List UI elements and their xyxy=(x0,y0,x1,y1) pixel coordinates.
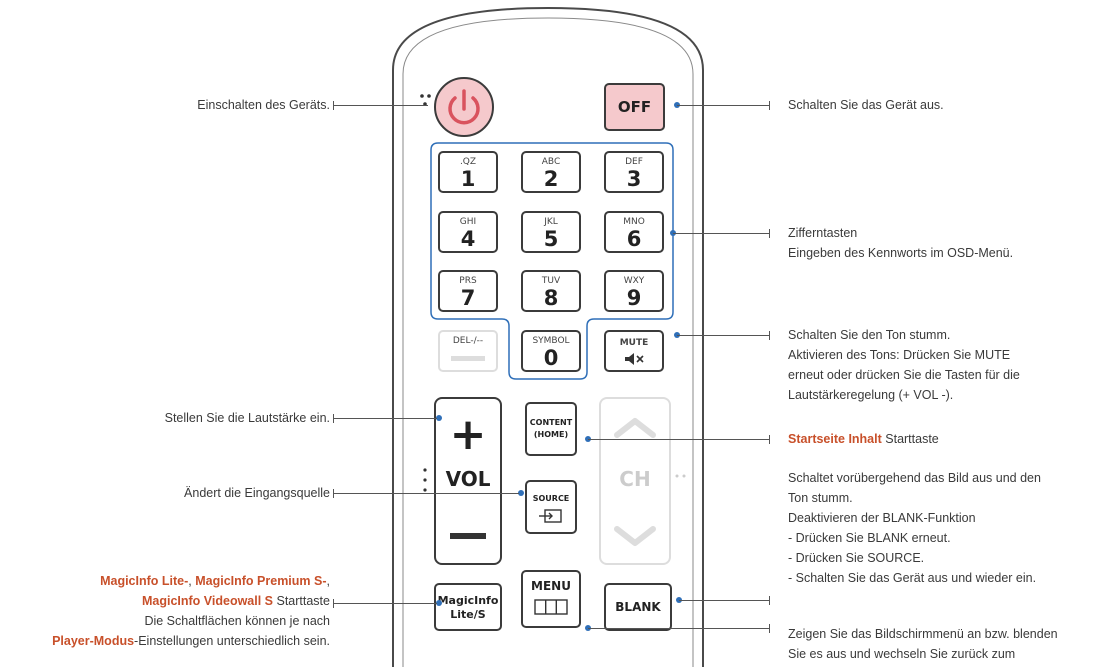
callout-line-menu xyxy=(588,628,770,629)
callout-line-power-on xyxy=(333,105,428,106)
off-label: OFF xyxy=(617,98,652,116)
annotation-source: Ändert die Eingangsquelle xyxy=(184,486,330,500)
symbol-zero-button[interactable]: SYMBOL 0 xyxy=(521,330,581,372)
callout-tick xyxy=(769,624,770,633)
callout-tick xyxy=(333,101,334,110)
annotation-content: Startseite Inhalt Starttaste xyxy=(788,432,939,446)
callout-line-numbers xyxy=(673,233,770,234)
number-key-8[interactable]: TUV 8 xyxy=(521,270,581,312)
annotation-volume: Stellen Sie die Lautstärke ein. xyxy=(164,411,330,425)
callout-line-volume xyxy=(333,418,437,419)
volume-label: VOL xyxy=(445,467,491,491)
annotation-menu: Zeigen Sie das Bildschirmmenü an bzw. bl… xyxy=(788,627,1058,661)
callout-tick xyxy=(769,435,770,444)
mute-button[interactable]: MUTE xyxy=(604,330,664,372)
source-button[interactable]: SOURCE xyxy=(525,480,577,534)
callout-tick xyxy=(333,599,334,608)
callout-line-power-off xyxy=(677,105,770,106)
callout-dot xyxy=(518,490,524,496)
number-key-3[interactable]: DEF 3 xyxy=(604,151,664,193)
number-key-9[interactable]: WXY 9 xyxy=(604,270,664,312)
dash-icon xyxy=(451,356,485,361)
volume-down-icon[interactable] xyxy=(450,533,486,539)
callout-tick xyxy=(769,229,770,238)
del-button[interactable]: DEL-/-- xyxy=(438,330,498,372)
channel-label: CH xyxy=(619,467,651,491)
home-label: (HOME) xyxy=(533,430,569,439)
annotation-magicinfo: MagicInfo Lite-, MagicInfo Premium S-, M… xyxy=(52,574,330,648)
volume-up-icon[interactable]: + xyxy=(449,409,487,460)
menu-label: MENU xyxy=(531,579,571,593)
annotation-blank: Schaltet vorübergehend das Bild aus und … xyxy=(788,471,1041,585)
blank-button[interactable]: BLANK xyxy=(604,583,672,631)
power-icon xyxy=(448,89,480,125)
callout-dot xyxy=(436,600,442,606)
callout-tick xyxy=(769,101,770,110)
number-key-5[interactable]: JKL 5 xyxy=(521,211,581,253)
callout-line-mute xyxy=(677,335,770,336)
input-source-icon xyxy=(539,509,562,523)
magicinfo-sub-label: Lite/S xyxy=(450,608,486,621)
annotation-numbers: Zifferntasten Eingeben des Kennworts im … xyxy=(788,226,1014,260)
channel-rocker[interactable]: CH xyxy=(599,397,671,565)
callout-tick xyxy=(769,596,770,605)
magicinfo-label: MagicInfo xyxy=(437,594,499,607)
callout-line-magicinfo xyxy=(333,603,437,604)
annotation-power-on: Einschalten des Geräts. xyxy=(197,98,330,112)
number-key-2[interactable]: ABC 2 xyxy=(521,151,581,193)
content-home-button[interactable]: CONTENT (HOME) xyxy=(525,402,577,456)
channel-up-icon[interactable] xyxy=(601,413,669,443)
annotation-power-off: Schalten Sie das Gerät aus. xyxy=(788,98,944,112)
callout-tick xyxy=(333,489,334,498)
number-key-1[interactable]: .QZ 1 xyxy=(438,151,498,193)
number-pad-outline xyxy=(430,142,674,380)
number-key-4[interactable]: GHI 4 xyxy=(438,211,498,253)
channel-down-icon[interactable] xyxy=(601,521,669,551)
power-button[interactable] xyxy=(434,77,494,137)
source-label: SOURCE xyxy=(532,494,570,503)
content-label: CONTENT xyxy=(529,418,573,427)
speaker-muted-icon xyxy=(625,353,644,365)
number-key-7[interactable]: PRS 7 xyxy=(438,270,498,312)
number-key-6[interactable]: MNO 6 xyxy=(604,211,664,253)
blank-label: BLANK xyxy=(615,600,661,614)
magicinfo-button[interactable]: MagicInfo Lite/S xyxy=(434,583,502,631)
callout-line-source xyxy=(333,493,519,494)
volume-rocker[interactable]: + VOL xyxy=(434,397,502,565)
menu-grid-icon xyxy=(534,599,568,615)
callout-line-blank xyxy=(679,600,770,601)
callout-line-content xyxy=(588,439,770,440)
menu-button[interactable]: MENU xyxy=(521,570,581,628)
callout-dot xyxy=(436,415,442,421)
callout-tick xyxy=(769,331,770,340)
annotation-mute: Schalten Sie den Ton stumm. Aktivieren d… xyxy=(788,328,1020,402)
off-button[interactable]: OFF xyxy=(604,83,665,131)
callout-tick xyxy=(333,414,334,423)
